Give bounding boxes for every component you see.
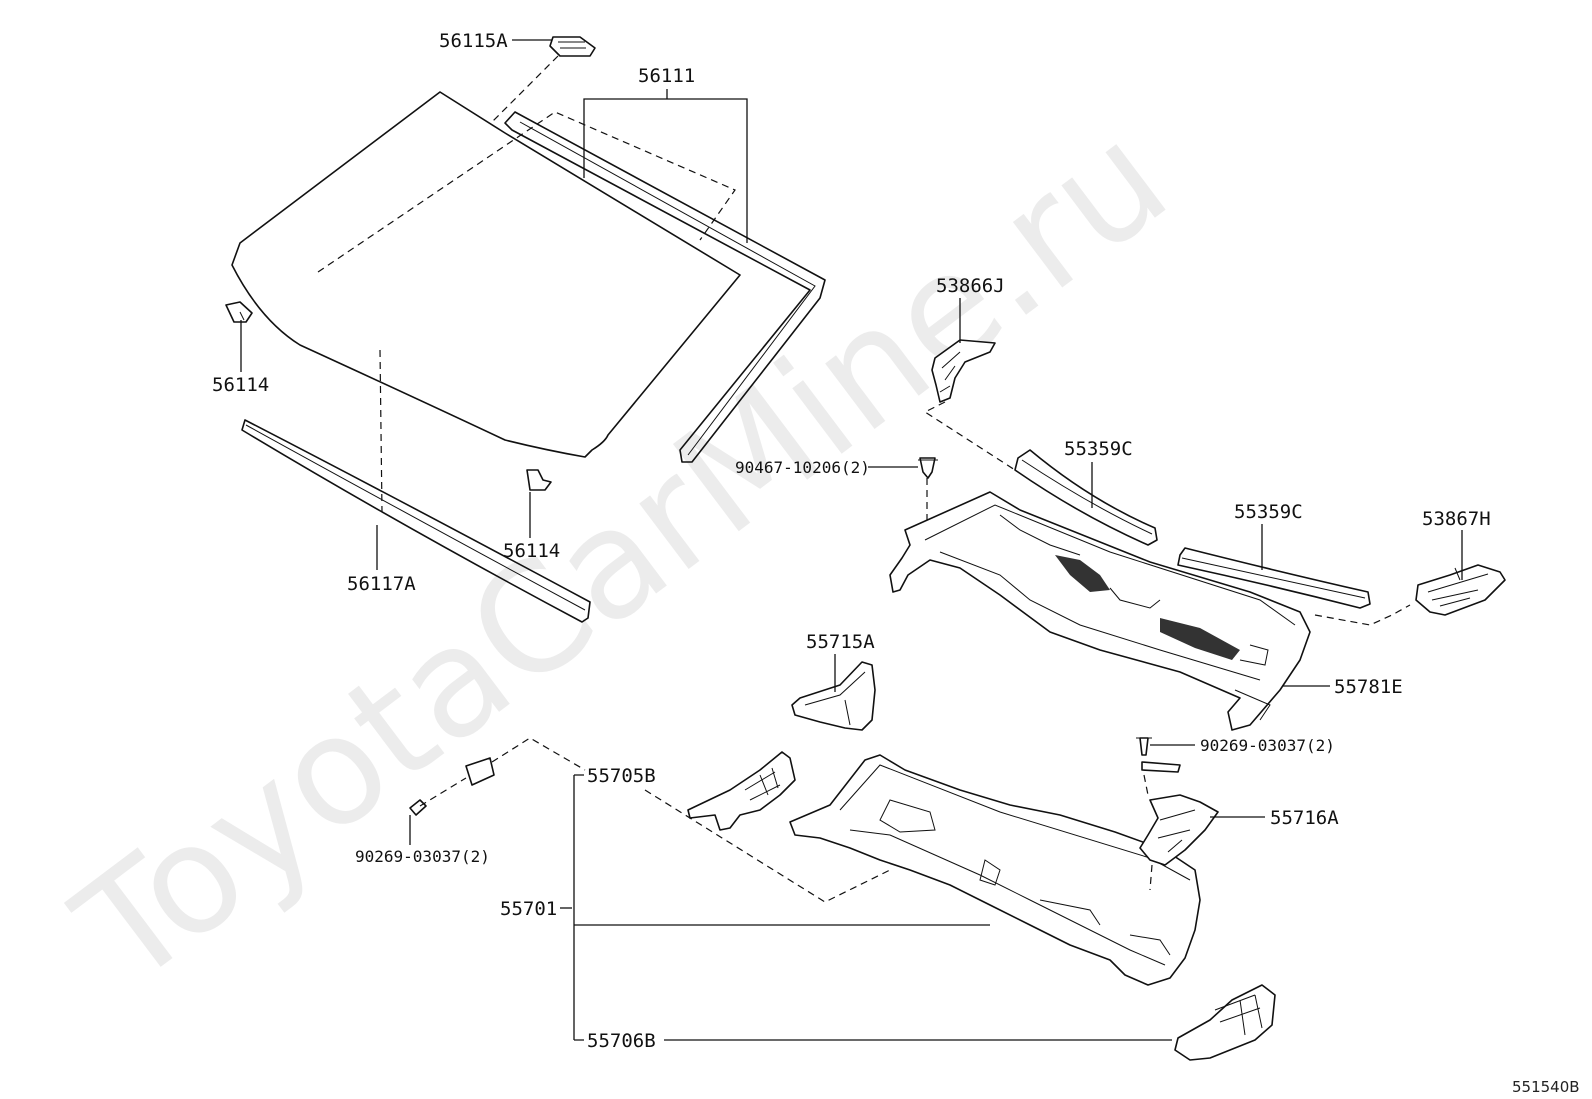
label-90467: 90467-10206(2) [735, 458, 870, 477]
label-55705B: 55705B [587, 765, 656, 787]
diagram-code: 551540B [1512, 1078, 1580, 1096]
bracket-55715A [791, 661, 876, 731]
leader-lines [240, 39, 1463, 1041]
clip-90269-left [409, 737, 586, 816]
label-56117A: 56117A [347, 573, 416, 595]
windshield-moulding [504, 111, 826, 463]
label-55715A: 55715A [806, 631, 875, 653]
label-56114-left: 56114 [212, 374, 269, 396]
label-90269-right: 90269-03037(2) [1200, 736, 1335, 755]
label-90269-left: 90269-03037(2) [355, 847, 490, 866]
bracket-53867H [1314, 564, 1506, 626]
bracket-53866J [923, 339, 1016, 471]
label-55716A: 55716A [1270, 807, 1339, 829]
clip-90269-right [1136, 737, 1181, 796]
label-55359C-lower: 55359C [1234, 501, 1303, 523]
label-55706B: 55706B [587, 1030, 656, 1052]
label-56111: 56111 [638, 65, 695, 87]
label-56114-right: 56114 [503, 540, 560, 562]
clip-56115A [491, 36, 596, 123]
clip-56114-left [225, 301, 253, 323]
clip-56114-right [526, 469, 552, 491]
seal-55359C-upper [1014, 449, 1158, 546]
label-55359C-upper: 55359C [1064, 438, 1133, 460]
weatherstrip-56117A [241, 419, 591, 623]
bracket-55705B [687, 751, 796, 831]
label-56115A: 56115A [439, 30, 508, 52]
bracket-55716A [1139, 794, 1219, 891]
clip-90467 [918, 457, 938, 520]
bracket-55706B [1174, 984, 1276, 1061]
label-55781E: 55781E [1334, 676, 1403, 698]
part-labels: 56115A 56111 56114 56114 56117A 53866J 9… [212, 30, 1580, 1096]
label-53867H: 53867H [1422, 508, 1491, 530]
label-55701: 55701 [500, 898, 557, 920]
cowl-top-panel-55781E [889, 491, 1311, 731]
windshield-glass [231, 91, 741, 513]
label-53866J: 53866J [936, 275, 1005, 297]
cowl-panel-55701 [644, 754, 1201, 986]
seal-55359C-lower [1177, 547, 1371, 609]
